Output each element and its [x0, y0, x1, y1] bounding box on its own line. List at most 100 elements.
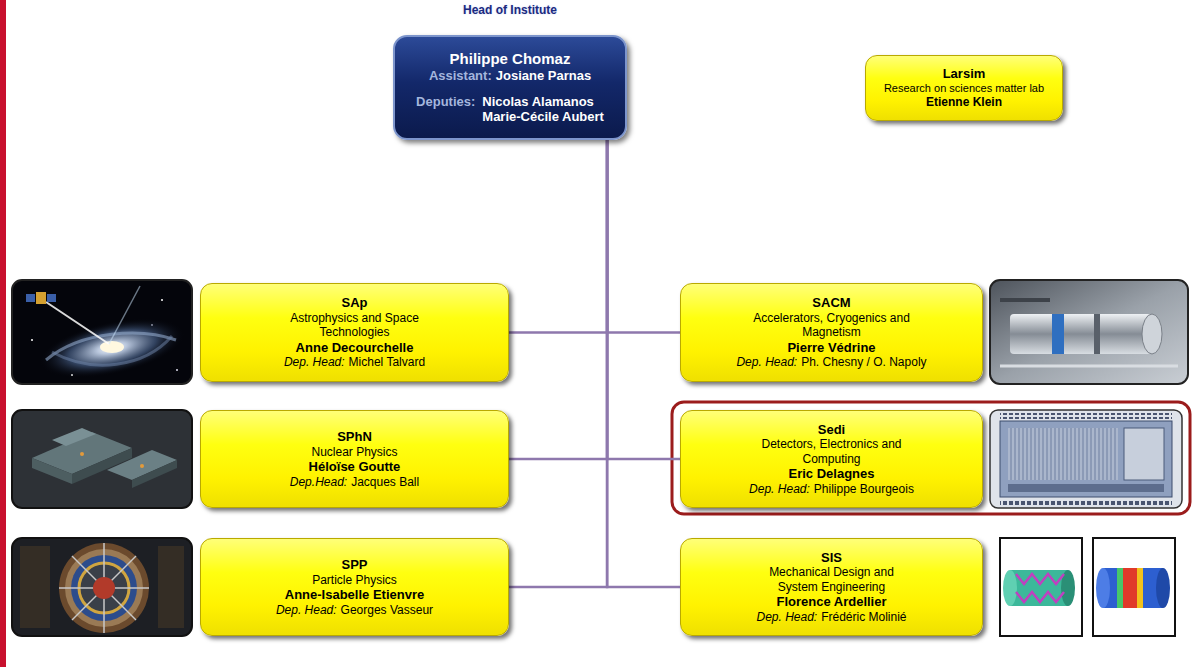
deputy-name: Ph. Chesny / O. Napoly	[801, 355, 926, 369]
person-name: Nicolas Alamanos	[482, 94, 594, 110]
department-head: Pierre Védrine	[787, 340, 875, 356]
text-row: Astrophysics and Space Technologies	[275, 311, 435, 340]
detector-photo	[93, 577, 115, 599]
text-stack: SPhNNuclear PhysicsHéloïse GoutteDep.Hea…	[290, 429, 419, 489]
deputy-name: Jacques Ball	[351, 475, 419, 489]
thermal-model-picture	[1156, 568, 1170, 608]
text-stack: LarsimResearch on sciences matter labEti…	[884, 66, 1044, 109]
text-row: Anne Decourchelle	[296, 340, 414, 356]
galaxy-photo	[31, 339, 33, 341]
highlight-outline	[672, 402, 1190, 514]
text-row: Dep. Head:Frédéric Molinié	[756, 610, 906, 624]
role-label: Assistant:	[429, 68, 492, 84]
text-row: Philippe Chomaz	[450, 50, 571, 68]
role-label: Dep. Head:	[749, 482, 810, 496]
chip-layout-picture	[990, 410, 1182, 508]
text-row: SACM	[812, 295, 850, 311]
chip-layout-picture	[1008, 428, 1118, 480]
text-row: SPhN	[337, 429, 372, 445]
detector-photo	[20, 546, 50, 628]
department-description: Astrophysics and Space Technologies	[275, 311, 435, 340]
text-row: Research on sciences matter lab	[884, 82, 1044, 95]
text-row: Etienne Klein	[926, 95, 1002, 109]
chip-layout-picture	[1000, 413, 1172, 419]
detector-photo	[12, 538, 192, 636]
detector-photo	[72, 556, 136, 620]
thermal-model-picture	[1137, 568, 1143, 608]
text-row: Mechanical Design and System Engineering	[752, 565, 912, 594]
chip-layout-picture	[990, 410, 1182, 508]
org-connector	[509, 140, 607, 459]
accelerator-photo	[1094, 314, 1100, 354]
department-description: Accelerators, Cryogenics and Magnetism	[752, 311, 912, 340]
deputy-name: Philippe Bourgeois	[814, 482, 914, 496]
text-row: Nuclear Physics	[311, 445, 397, 459]
department-code: SPhN	[337, 429, 372, 445]
chart-title: Head of Institute	[410, 3, 610, 17]
galaxy-photo	[12, 280, 192, 389]
text-row: Dep. Head: Ph. Chesny / O. Napoly	[736, 355, 926, 369]
text-row: SIS	[821, 550, 842, 566]
cad-model-picture	[1000, 538, 1082, 636]
accelerator-photo	[1000, 365, 1178, 368]
chip-layout-picture	[1000, 421, 1172, 497]
text-stack: SISMechanical Design and System Engineer…	[752, 550, 912, 624]
role-label: Dep.Head:	[290, 475, 347, 489]
thermal-model-picture	[1117, 568, 1123, 608]
lab-head: Etienne Klein	[926, 95, 1002, 109]
director-name: Philippe Chomaz	[450, 50, 571, 68]
role-label: Dep. Head:	[276, 603, 337, 617]
text-row: Accelerators, Cryogenics and Magnetism	[752, 311, 912, 340]
satellite-icon	[36, 292, 46, 304]
lab-plan-picture	[52, 428, 96, 446]
cad-model-picture	[1010, 570, 1068, 606]
lab-box: LarsimResearch on sciences matter labEti…	[865, 55, 1063, 121]
detector-photo	[158, 546, 184, 628]
lab-plan-picture	[80, 452, 84, 456]
person-name: Marie-Cécile Aubert	[482, 109, 604, 125]
department-head: Anne-Isabelle Etienvre	[285, 587, 424, 603]
text-row: Detectors, Electronics and Computing	[752, 437, 912, 466]
cad-model-picture	[1016, 592, 1064, 602]
cad-model-picture	[1000, 538, 1082, 636]
department-box: SApAstrophysics and Space TechnologiesAn…	[200, 283, 509, 382]
text-row: Eric Delagnes	[789, 466, 875, 482]
text-stack: SApAstrophysics and Space TechnologiesAn…	[275, 295, 435, 369]
org-connector	[607, 140, 680, 587]
department-code: SAp	[342, 295, 368, 311]
org-connector	[509, 140, 607, 587]
thermal-model-picture	[1096, 568, 1110, 608]
org-connector	[509, 140, 607, 333]
detector-photo	[59, 543, 149, 633]
accelerator-photo	[1010, 314, 1152, 354]
department-code: SPP	[341, 557, 367, 573]
deputy-name: Frédéric Molinié	[821, 610, 906, 624]
department-description: Particle Physics	[312, 573, 397, 587]
department-head: Anne Decourchelle	[296, 340, 414, 356]
text-row: Deputies:Nicolas AlamanosMarie-Cécile Au…	[416, 94, 604, 125]
text-row: Florence Ardellier	[776, 594, 886, 610]
chip-layout-picture	[1008, 484, 1164, 492]
text-stack: SPPParticle PhysicsAnne-Isabelle Etienvr…	[276, 557, 433, 617]
text-row: Larsim	[943, 66, 986, 82]
department-code: SACM	[812, 295, 850, 311]
lab-description: Research on sciences matter lab	[884, 82, 1044, 95]
thermal-model-picture	[1093, 538, 1175, 636]
lab-name: Larsim	[943, 66, 986, 82]
text-row: Particle Physics	[312, 573, 397, 587]
text-row: SPP	[341, 557, 367, 573]
department-code: Sedi	[818, 422, 845, 438]
text-row: Assistant:Josiane Parnas	[429, 68, 591, 84]
text-row: Dep. Head: Georges Vasseur	[276, 603, 433, 617]
text-stack: SediDetectors, Electronics and Computing…	[749, 422, 914, 496]
text-row: Héloïse Goutte	[309, 459, 401, 475]
org-connector	[607, 140, 680, 459]
edge-stripe	[0, 0, 6, 667]
text-stack: SACMAccelerators, Cryogenics and Magneti…	[736, 295, 926, 369]
deputy-name: Georges Vasseur	[341, 603, 434, 617]
role-label: Dep. Head:	[736, 355, 797, 369]
department-head: Héloïse Goutte	[309, 459, 401, 475]
department-box: SPhNNuclear PhysicsHéloïse GoutteDep.Hea…	[200, 410, 509, 508]
accelerator-photo	[990, 280, 1188, 384]
department-description: Nuclear Physics	[311, 445, 397, 459]
